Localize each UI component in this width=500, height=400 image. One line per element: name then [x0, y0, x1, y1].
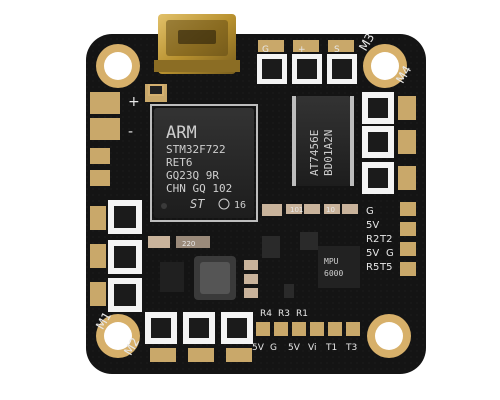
right-label-8: R5	[366, 262, 379, 273]
gyro-chip: MPU 6000	[318, 246, 360, 288]
bottom-label-3: R1	[296, 309, 308, 319]
right-pad-column	[362, 92, 394, 194]
small-components	[148, 84, 358, 298]
e3-mark-icon	[218, 198, 230, 210]
top-label-2: +	[298, 45, 306, 55]
top-label-3: S	[334, 45, 340, 55]
st-logo: ST	[190, 197, 205, 211]
cap-label-1: 220	[182, 240, 195, 248]
right-label-1: G	[366, 206, 374, 217]
osd-chip: AT7456E BD01A2N	[292, 96, 354, 186]
osd-line-1: AT7456E	[308, 130, 321, 176]
mounting-hole-top-right	[363, 44, 407, 88]
bottom-label-7: 5V	[288, 343, 301, 353]
right-label-7: T5	[379, 262, 392, 273]
mcu-chip: ARM STM32F722 RET6 GQ23Q 9R CHN GQ 102 S…	[150, 104, 258, 222]
right-label-5: G	[386, 248, 394, 259]
gyro-line-1: MPU	[324, 257, 339, 266]
left-pad-column	[108, 200, 142, 312]
osd-line-2: BD01A2N	[322, 130, 335, 176]
right-gold-pads	[398, 96, 416, 276]
mcu-brand: ARM	[166, 123, 197, 143]
bottom-gold-pads	[150, 322, 360, 362]
bottom-label-4: T3	[345, 343, 357, 353]
mcu-code: 16	[234, 200, 246, 211]
usb-connector	[154, 14, 240, 74]
mounting-hole-bottom-left	[96, 314, 140, 358]
cap-label-3: 10	[326, 206, 335, 214]
top-label-1: G	[262, 45, 269, 55]
right-label-2: 5V	[366, 220, 379, 231]
bottom-label-6: Vi	[308, 343, 316, 353]
cap-label-2: 101	[290, 206, 303, 214]
bottom-label-9: 5V	[252, 343, 265, 353]
mcu-line-2: RET6	[166, 156, 193, 169]
mounting-holes	[96, 44, 411, 358]
left-gold-pads	[90, 92, 120, 306]
mcu-line-4: CHN GQ 102	[166, 182, 232, 195]
bottom-label-5: T1	[325, 343, 337, 353]
right-label-6: 5V	[366, 248, 379, 259]
bottom-pad-row	[145, 312, 253, 344]
silkscreen-labels: M1 M2 M3 M4 + - G 5V T2 R2 G 5V T5 R5 R4…	[93, 31, 414, 358]
bottom-label-2: R3	[278, 309, 290, 319]
mounting-hole-bottom-right	[367, 314, 411, 358]
bottom-label-8: G	[270, 343, 277, 353]
mcu-pins	[150, 104, 258, 222]
mcu-line-1: STM32F722	[166, 143, 226, 156]
gyro-line-2: 6000	[324, 269, 343, 278]
mounting-hole-top-left	[96, 44, 140, 88]
bottom-label-1: R4	[260, 309, 272, 319]
label-plus: +	[128, 94, 140, 110]
label-minus: -	[128, 124, 133, 140]
right-label-4: R2	[366, 234, 379, 245]
inductor	[194, 256, 236, 300]
right-label-3: T2	[379, 234, 392, 245]
top-pad-row	[257, 54, 357, 84]
mcu-line-3: GQ23Q 9R	[166, 169, 219, 182]
